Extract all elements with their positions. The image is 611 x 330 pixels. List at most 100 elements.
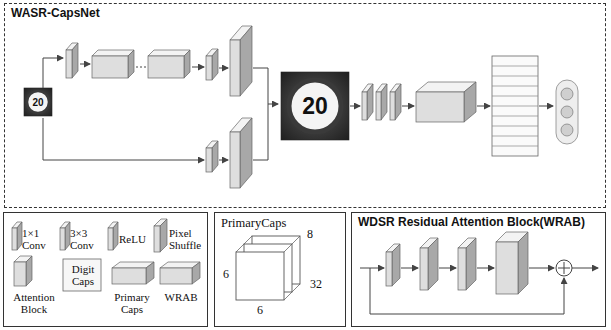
sign-number: 20 (27, 98, 49, 108)
legend-icon-front (154, 226, 160, 252)
conv-block (386, 244, 400, 286)
dimension-label: 6 (220, 268, 232, 280)
output-dot (561, 106, 573, 118)
legend-text: WRAB (157, 291, 205, 303)
input-sign-image-disc (27, 91, 49, 113)
legend-icon (154, 219, 167, 252)
conv-3x3-block-side (212, 49, 218, 80)
legend-icon-front (160, 268, 192, 284)
panel-title: PrimaryCaps (221, 216, 339, 230)
sum-circle (556, 260, 572, 276)
digit-caps-row (492, 126, 538, 127)
legend-text: 1×1 Conv (22, 227, 56, 252)
digit-caps-row (492, 116, 538, 117)
panel-title: WDSR Residual Attention Block(WRAB) (358, 216, 599, 230)
flow-arrow (219, 68, 228, 69)
conv-3x3-block-side (212, 141, 218, 172)
flow-arrow (401, 268, 418, 269)
wrab-block-side (184, 50, 190, 78)
branch-line (43, 58, 63, 88)
flow-arrow (539, 106, 553, 107)
capsule-map (236, 252, 284, 300)
digit-caps-row (492, 96, 538, 97)
super-resolved-sign-image-ground (281, 72, 349, 140)
stack-edge (284, 284, 300, 300)
flow-arrow (192, 67, 204, 68)
primary-caps-block (416, 82, 476, 122)
legend-text: Pixel Shuffle (169, 227, 207, 252)
conv-3x3-block-front (206, 148, 212, 172)
legend-icon (60, 222, 70, 250)
attention-block-side (518, 232, 528, 294)
conv-block-side (392, 244, 400, 286)
input-sign-image (24, 88, 52, 116)
sign-number: 20 (287, 95, 343, 118)
relu-block (390, 84, 401, 120)
legend-icon-side (113, 222, 118, 250)
super-resolved-sign-image (281, 72, 349, 140)
conv-block-side (367, 84, 373, 120)
attention-block (496, 232, 528, 294)
primary-caps-block-front (416, 92, 464, 122)
legend-text: ReLU (119, 233, 153, 245)
primary-caps-panel: PrimaryCaps (214, 212, 346, 327)
legend-text: Primary Caps (105, 291, 159, 316)
flow-arrow (402, 106, 414, 107)
dimension-label: 8 (304, 228, 316, 240)
branch-line (43, 118, 204, 160)
legend-icon (112, 262, 154, 284)
flow-arrow (219, 160, 228, 161)
digit-caps-block (492, 56, 538, 156)
legend-icon-front (112, 268, 146, 284)
legend-icon (160, 262, 200, 284)
wrab-block (148, 50, 190, 78)
legend-icon-side (192, 262, 200, 284)
pixel-shuffle-block-side (240, 26, 252, 96)
wrab-block-side (128, 50, 134, 78)
legend-icon-side (17, 222, 22, 250)
legend-icon-side (160, 219, 167, 252)
conv-1x1-block (66, 43, 78, 78)
stack-edge (284, 236, 300, 252)
legend-icon (63, 259, 101, 291)
pixel-shuffle-block (230, 26, 252, 96)
primary-caps-block-side (464, 82, 476, 122)
legend-icon-front (60, 228, 65, 250)
legend-icon (12, 222, 22, 250)
flow-arrow (80, 64, 90, 65)
conv-block-side (381, 84, 387, 120)
input-sign-image-ground (24, 88, 52, 116)
skip-connection (370, 268, 564, 314)
flow-arrow (477, 268, 494, 269)
conv-block-front (386, 252, 392, 286)
digit-caps-row (492, 106, 538, 107)
output-pill (556, 80, 578, 144)
legend-icon-side (146, 262, 154, 284)
digit-caps-frame (492, 56, 538, 156)
flow-arrow (529, 268, 554, 269)
conv-block (362, 84, 373, 120)
legend-icon-front (12, 228, 17, 250)
conv-block-front (458, 248, 466, 290)
flow-arrow (360, 268, 384, 269)
legend-icon-side (65, 222, 70, 250)
conv-block-front (420, 248, 428, 290)
conv-block-front (376, 92, 381, 120)
panel-title: WASR-CapsNet (11, 7, 599, 21)
digit-caps-row (492, 136, 538, 137)
conv-block (376, 84, 387, 120)
conv-block (458, 238, 476, 290)
legend-icon (108, 222, 118, 250)
flow-arrow (350, 106, 360, 107)
wrab-block-front (92, 56, 128, 78)
plus-bar (564, 262, 565, 274)
legend-text: Digit Caps (64, 263, 102, 288)
conv-3x3-block (206, 141, 218, 172)
conv-1x1-block-front (66, 50, 72, 78)
wrab-block (92, 50, 134, 78)
sum-node (556, 260, 572, 276)
flow-arrow (477, 106, 490, 107)
flow-arrow (439, 268, 456, 269)
legend-text: Attention Block (6, 291, 62, 316)
conv-block-front (362, 92, 367, 120)
